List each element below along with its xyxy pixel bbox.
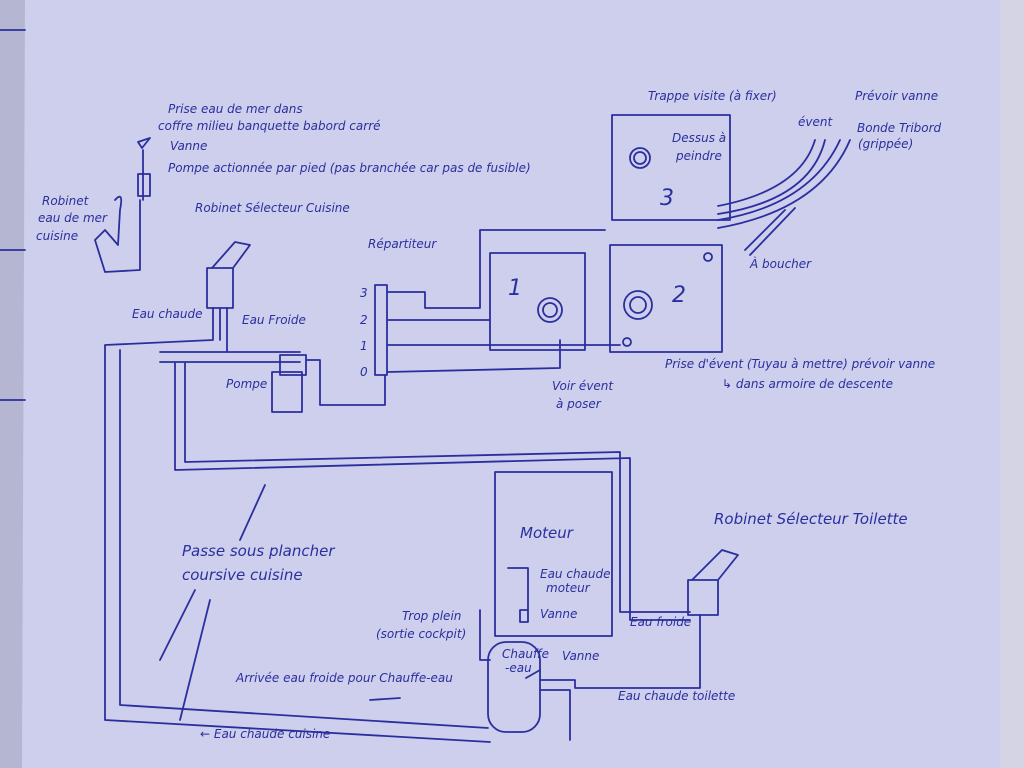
label-eau-chaude-toilette: Eau chaude toilette <box>618 689 735 703</box>
label-bonde: Bonde Tribord <box>857 121 942 135</box>
label-pompe-pied: Pompe actionnée par pied (pas branchée c… <box>168 161 531 175</box>
label-eau-froide: Eau Froide <box>242 313 306 327</box>
label-passe-2: coursive cuisine <box>182 566 303 584</box>
label-prevoir-vanne: Prévoir vanne <box>855 89 938 103</box>
label-vanne-moteur: Vanne <box>540 607 577 621</box>
label-robinet-selecteur-cuisine: Robinet Sélecteur Cuisine <box>195 201 350 215</box>
label-tank-1: 1 <box>508 276 522 301</box>
label-chauffe-eau: Chauffe <box>502 647 549 661</box>
label-a-boucher: À boucher <box>749 256 812 271</box>
label-robinet-toilette: Robinet Sélecteur Toilette <box>714 510 908 528</box>
label-prise-eau-mer-2: coffre milieu banquette babord carré <box>158 119 381 133</box>
label-eau-chaude-moteur: Eau chaude <box>540 567 611 581</box>
label-vanne-top: Vanne <box>170 139 207 153</box>
label-robinet-eau-mer-3: cuisine <box>36 229 78 243</box>
label-eau-chaude: Eau chaude <box>132 307 203 321</box>
label-vanne-chauffe-eau: Vanne <box>562 649 599 663</box>
label-trop-plein-2: (sortie cockpit) <box>376 627 466 641</box>
label-trappe: Trappe visite (à fixer) <box>648 89 777 103</box>
label-pompe: Pompe <box>226 377 267 391</box>
label-tank-2: 2 <box>672 283 686 308</box>
label-arrivee: Arrivée eau froide pour Chauffe-eau <box>235 671 453 685</box>
label-voir-event-2: à poser <box>556 397 602 411</box>
label-passe: Passe sous plancher <box>182 542 335 560</box>
label-eau-froide-toilette: Eau froide <box>630 615 691 629</box>
label-rep-3: 3 <box>360 286 368 300</box>
label-chauffe-eau-2: -eau <box>505 661 532 675</box>
label-tank-3: 3 <box>660 186 674 211</box>
paper-sheet <box>22 0 1005 768</box>
label-robinet-eau-mer-2: eau de mer <box>38 211 108 225</box>
label-event: évent <box>798 115 833 129</box>
pipes <box>94 114 851 743</box>
margin-lines <box>0 29 26 401</box>
label-eau-chaude-cuisine: ← Eau chaude cuisine <box>200 727 330 741</box>
label-prise-event: Prise d'évent (Tuyau à mettre) prévoir v… <box>665 357 935 371</box>
label-moteur: Moteur <box>520 524 574 542</box>
label-robinet-eau-mer: Robinet <box>42 194 90 208</box>
label-rep-1: 1 <box>360 339 368 353</box>
label-voir-event: Voir évent <box>552 379 614 393</box>
labels: Prise eau de mer dans coffre milieu banq… <box>36 89 942 741</box>
label-eau-chaude-moteur-2: moteur <box>546 581 591 595</box>
label-rep-2: 2 <box>360 313 368 327</box>
label-repartiteur: Répartiteur <box>368 237 437 251</box>
label-dessus: Dessus à <box>672 131 726 145</box>
label-prise-eau-mer: Prise eau de mer dans <box>168 102 303 116</box>
label-trop-plein: Trop plein <box>402 609 461 623</box>
label-bonde-2: (grippée) <box>858 137 913 151</box>
label-armoire: ↳ dans armoire de descente <box>722 377 893 391</box>
label-rep-0: 0 <box>360 365 368 379</box>
side-paper <box>1000 0 1024 768</box>
label-dessus-2: peindre <box>675 149 722 163</box>
